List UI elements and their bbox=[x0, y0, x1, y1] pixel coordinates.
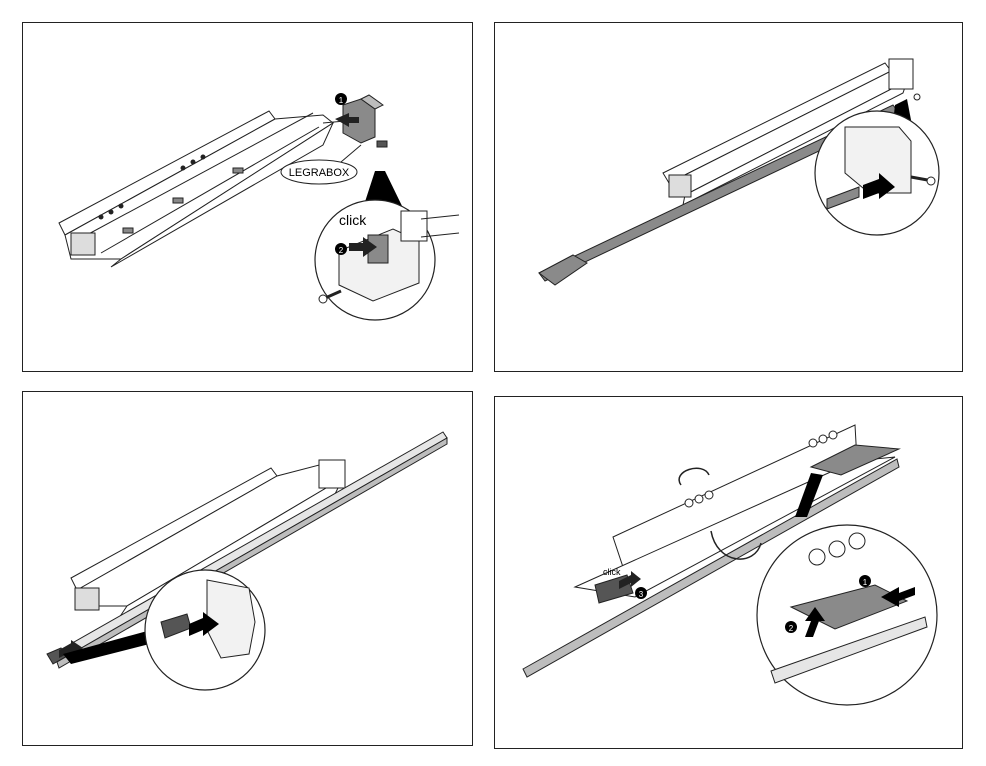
panel-step-2 bbox=[494, 22, 963, 372]
step-marker-1: 1 bbox=[335, 93, 347, 105]
locking-plate bbox=[809, 444, 901, 476]
detail-zoom bbox=[314, 199, 460, 321]
click-label: click bbox=[339, 212, 367, 228]
svg-text:3: 3 bbox=[639, 590, 644, 599]
zoom-connector bbox=[795, 473, 823, 517]
drawer-runner bbox=[70, 459, 346, 619]
rotate-arrow-top bbox=[678, 467, 710, 486]
panel-2-illustration bbox=[538, 58, 940, 286]
pull-arrow bbox=[881, 587, 915, 607]
insert-arrow bbox=[863, 173, 895, 199]
detail-zoom bbox=[144, 569, 266, 691]
click-arrow bbox=[619, 571, 641, 589]
push-arrow bbox=[335, 113, 359, 127]
detail-zoom bbox=[814, 110, 940, 236]
svg-text:LEGRABOX: LEGRABOX bbox=[289, 167, 350, 179]
panel-1-illustration: 1 LEGRABOX click 2 bbox=[58, 93, 460, 321]
click-arrow bbox=[349, 237, 377, 257]
drawer-runner bbox=[662, 58, 921, 206]
panel-3-illustration bbox=[46, 431, 448, 691]
svg-text:1: 1 bbox=[339, 96, 344, 105]
svg-text:2: 2 bbox=[339, 246, 344, 255]
click-label: click bbox=[603, 567, 621, 577]
panel-step-1: 1 LEGRABOX click 2 bbox=[22, 22, 473, 372]
brand-badge: LEGRABOX bbox=[280, 144, 362, 185]
insert-arrow bbox=[189, 612, 219, 636]
step-marker-2: 2 bbox=[785, 621, 797, 633]
step-marker-3: 3 bbox=[635, 587, 647, 599]
panel-step-4: click 3 1 2 bbox=[494, 396, 963, 749]
panel-step-3 bbox=[22, 391, 473, 746]
drawer-runner bbox=[58, 110, 335, 268]
lift-arrow bbox=[805, 607, 825, 637]
svg-text:2: 2 bbox=[789, 624, 794, 633]
zoom-connector bbox=[363, 171, 403, 208]
rotate-arrow-bottom bbox=[710, 530, 762, 560]
svg-text:1: 1 bbox=[863, 578, 868, 587]
step-marker-2: 2 bbox=[335, 243, 347, 255]
panel-4-illustration: click 3 1 2 bbox=[522, 424, 938, 706]
step-marker-1: 1 bbox=[859, 575, 871, 587]
detail-zoom bbox=[756, 524, 938, 706]
